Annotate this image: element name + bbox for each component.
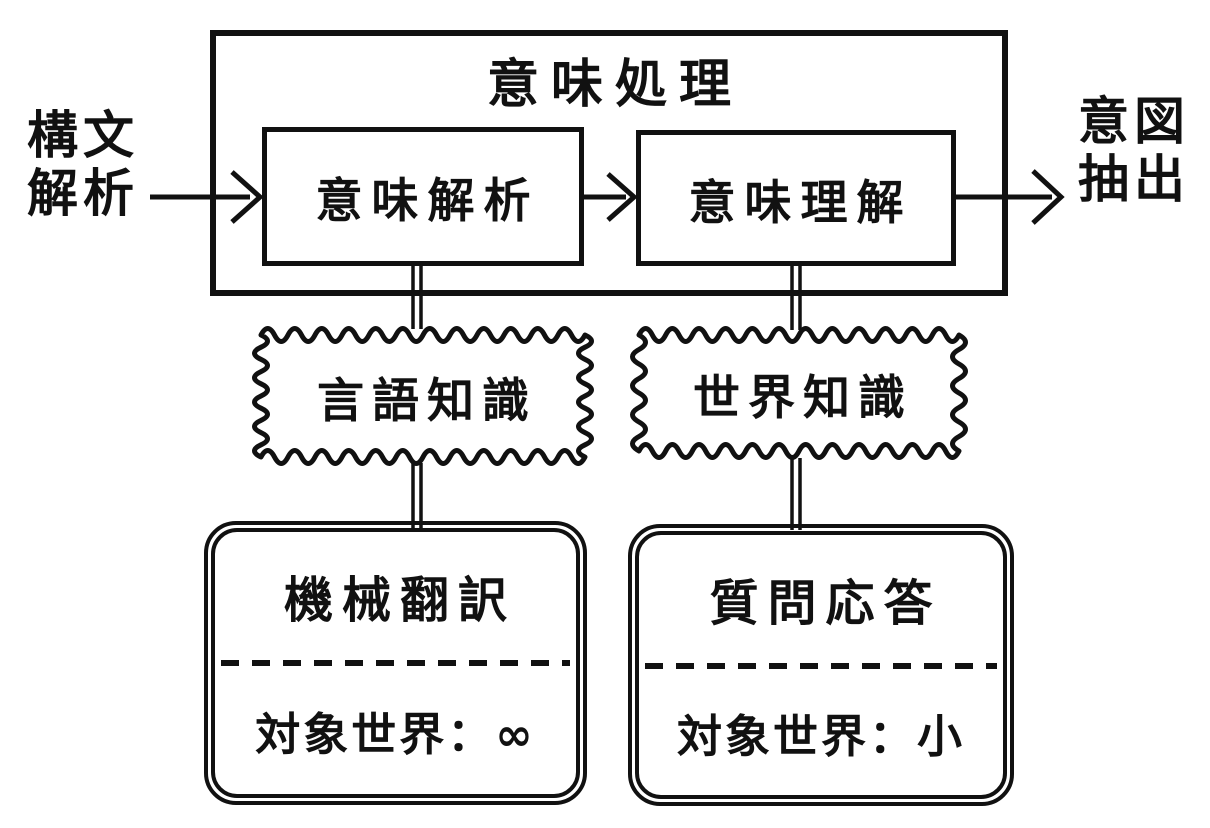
question-answering-inner-border: 質問応答 対象世界：小 [635, 531, 1007, 799]
machine-translation-box: 機械翻訳 対象世界：∞ [204, 521, 587, 805]
linguistic-knowledge-cloud [252, 326, 594, 466]
question-answering-box: 質問応答 対象世界：小 [628, 524, 1014, 806]
question-answering-domain-label: 対象世界：小 [676, 709, 965, 763]
linguistic-knowledge-label: 言語知識 [317, 373, 537, 429]
syntactic-analysis-label: 構文 解析 [26, 107, 139, 224]
world-knowledge-label: 世界知識 [693, 370, 913, 426]
semantic-understanding-label: 意味理解 [688, 175, 913, 231]
connector-world-knowledge-to-question-answering [790, 458, 802, 530]
machine-translation-inner-border: 機械翻訳 対象世界：∞ [211, 528, 580, 798]
semantic-analysis-label: 意味解析 [315, 174, 540, 229]
world-knowledge-cloud [630, 326, 968, 460]
dashed-divider [645, 663, 997, 669]
semantic-processing-box: 意味処理 [210, 30, 1008, 296]
connector-linguistic-knowledge-to-machine-translation [411, 463, 423, 528]
output-arrow-head [1031, 169, 1065, 225]
question-answering-label: 質問応答 [709, 574, 942, 632]
semantic-analysis-box: 意味解析 [262, 127, 584, 266]
intent-extraction-label: 意図 抽出 [1077, 93, 1190, 210]
semantic-understanding-box: 意味理解 [636, 130, 956, 266]
machine-translation-label: 機械翻訳 [283, 571, 516, 629]
machine-translation-domain-label: 対象世界：∞ [255, 707, 536, 761]
semantic-processing-label: 意味処理 [486, 55, 743, 115]
dashed-divider [221, 660, 570, 666]
